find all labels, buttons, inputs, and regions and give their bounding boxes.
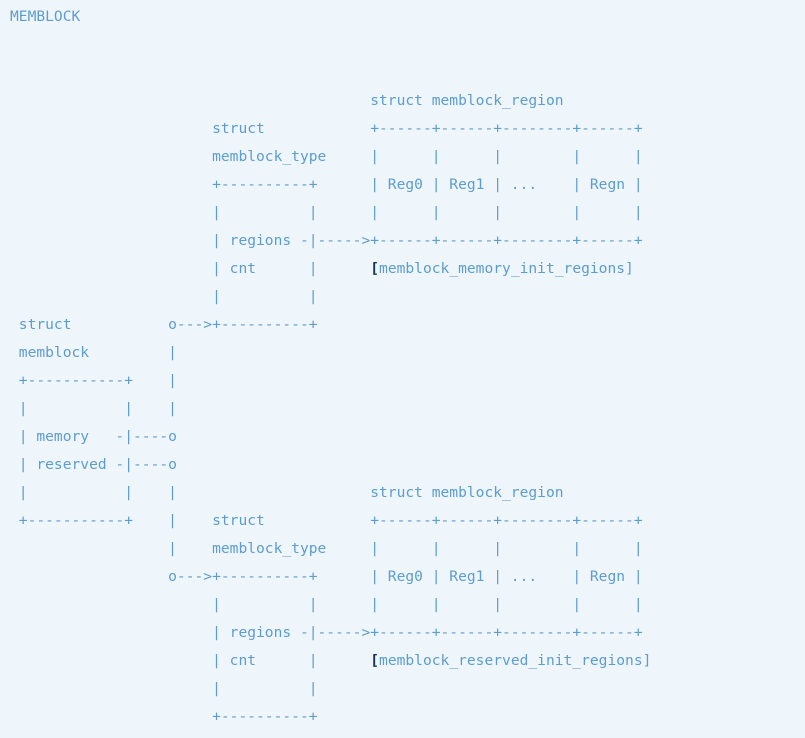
diagram-line: [10, 59, 805, 87]
diagram-line: +----------+ | Reg0 | Reg1 | ... | Regn …: [10, 176, 643, 193]
diagram-line: | | | struct memblock_region: [10, 484, 564, 501]
diagram-line: memblock |: [10, 344, 177, 361]
diagram-line: | | |: [10, 400, 177, 417]
diagram-line: | cnt | [memblock_memory_init_regions]: [10, 260, 634, 277]
page-title: MEMBLOCK: [10, 8, 81, 25]
diagram-line: | memory -|----o: [10, 428, 177, 445]
diagram-line: memblock_type | | | | |: [10, 148, 643, 165]
diagram-line: +----------+: [10, 708, 318, 725]
bold-open-bracket: [: [370, 260, 380, 277]
diagram-line: | |: [10, 288, 318, 305]
diagram-line: | |: [10, 680, 318, 697]
diagram-line: | | | | | | |: [10, 204, 643, 221]
diagram-line: | regions -|----->+------+------+-------…: [10, 232, 643, 249]
diagram-line: struct o--->+----------+: [10, 316, 318, 333]
diagram-line: | regions -|----->+------+------+-------…: [10, 624, 643, 641]
diagram-line: [10, 31, 805, 59]
diagram-line: +-----------+ |: [10, 372, 177, 389]
diagram-line: | reserved -|----o: [10, 456, 177, 473]
diagram-line: | cnt | [memblock_reserved_init_regions]: [10, 652, 652, 669]
diagram-line: | memblock_type | | | | |: [10, 540, 643, 557]
diagram-line: struct memblock_region: [10, 92, 564, 109]
diagram-line: struct +------+------+--------+------+: [10, 120, 643, 137]
diagram-lines: struct memblock_region struct +------+--…: [10, 31, 805, 731]
diagram-line: o--->+----------+ | Reg0 | Reg1 | ... | …: [10, 568, 643, 585]
diagram-line: | | | | | | |: [10, 596, 643, 613]
bold-open-bracket: [: [370, 652, 380, 669]
diagram-line: +-----------+ | struct +------+------+--…: [10, 512, 643, 529]
